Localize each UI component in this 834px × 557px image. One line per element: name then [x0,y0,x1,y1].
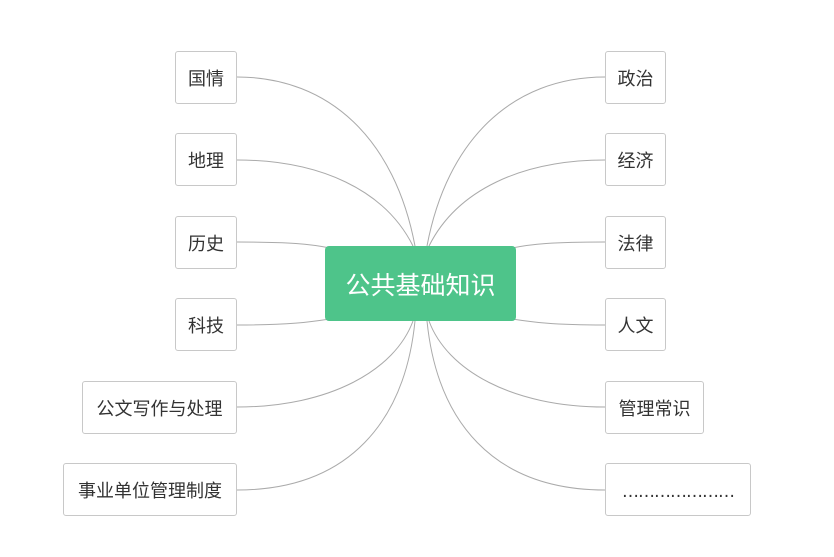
branch-left-6[interactable]: 事业单位管理制度 [63,463,237,516]
connector-right-4 [511,318,606,326]
branch-left-2[interactable]: 地理 [175,133,237,186]
branch-left-1[interactable]: 国情 [175,51,237,104]
connector-right-2 [428,159,606,247]
connector-right-5 [428,320,606,408]
connector-left-4 [236,318,331,326]
branch-right-4[interactable]: 人文 [605,298,666,351]
branch-left-5[interactable]: 公文写作与处理 [82,381,237,434]
branch-left-3[interactable]: 历史 [175,216,237,269]
branch-right-2[interactable]: 经济 [605,133,666,186]
branch-left-4[interactable]: 科技 [175,298,237,351]
connector-left-3 [236,241,331,249]
branch-right-3[interactable]: 法律 [605,216,666,269]
connector-right-6 [426,320,606,491]
connector-left-5 [236,320,414,408]
branch-right-5[interactable]: 管理常识 [605,381,704,434]
connector-left-1 [236,76,416,247]
connector-left-6 [236,320,416,491]
central-topic[interactable]: 公共基础知识 [325,246,516,321]
branch-right-6[interactable]: ………………… [605,463,751,516]
connector-right-1 [426,76,606,247]
connector-right-3 [511,241,606,249]
connector-left-2 [236,159,414,247]
branch-right-1[interactable]: 政治 [605,51,666,104]
